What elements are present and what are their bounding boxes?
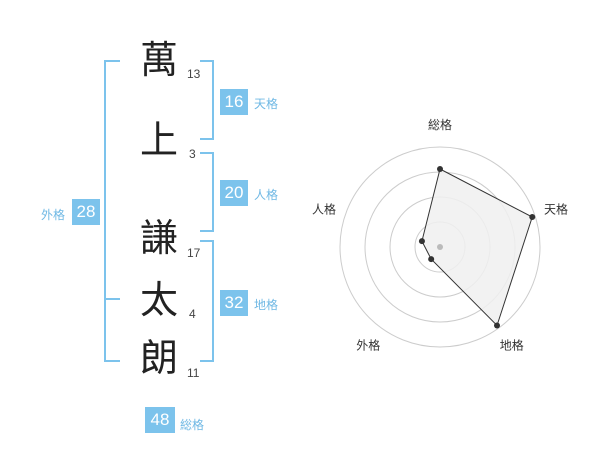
radar-axis-label-3: 地格 (500, 338, 524, 353)
stroke-count-1: 13 (187, 67, 201, 81)
jinkaku-value: 20 (220, 180, 248, 206)
tenkaku-value: 16 (220, 89, 248, 115)
stroke-count-2: 3 (189, 147, 196, 161)
radar-axis-label-5: 人格 (312, 201, 336, 216)
name-char-1: 萬 (140, 38, 179, 82)
chikaku-value: 32 (220, 290, 248, 316)
name-char-4: 太 (140, 278, 179, 322)
name-char-3: 謙 (140, 216, 179, 260)
chikaku-bracket (200, 240, 214, 362)
stroke-count-5: 11 (187, 366, 200, 380)
stroke-count-3: 17 (187, 246, 201, 260)
radar-ring (339, 146, 541, 348)
gaikaku-value: 28 (72, 199, 100, 225)
radar-point-4 (428, 256, 435, 263)
radar-point-2 (529, 214, 536, 221)
soukaku-label: 総格 (180, 418, 205, 432)
radar-axis-label-1: 総格 (428, 117, 452, 132)
radar-area (421, 168, 533, 327)
tenkaku-bracket (200, 60, 214, 140)
gaikaku-bracket (104, 60, 120, 362)
jinkaku-label: 人格 (254, 188, 279, 202)
chikaku-label: 地格 (254, 298, 279, 312)
radar-point-3 (494, 322, 501, 329)
radar-point-1 (437, 166, 443, 172)
jinkaku-bracket (200, 152, 214, 232)
radar-center-dot (437, 244, 443, 250)
radar-point-5 (418, 238, 425, 245)
stroke-count-4: 4 (189, 307, 196, 321)
name-char-2: 上 (140, 118, 179, 162)
gaikaku-label: 外格 (41, 208, 66, 222)
tenkaku-label: 天格 (254, 97, 279, 111)
radar-axis-label-4: 外格 (356, 338, 380, 353)
soukaku-value: 48 (145, 407, 175, 433)
name-char-5: 朗 (140, 336, 179, 380)
gaikaku-bracket-divider (106, 298, 120, 300)
radar-axis-label-2: 天格 (544, 201, 568, 216)
